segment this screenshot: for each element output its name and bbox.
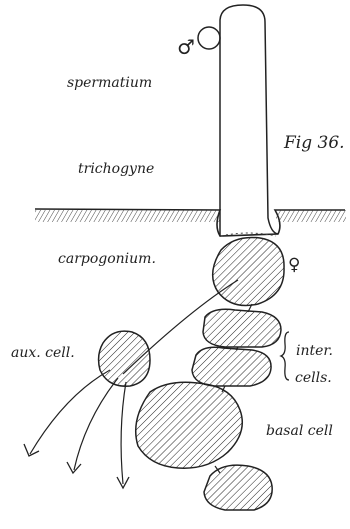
arrow-heads bbox=[24, 444, 129, 488]
figure-number: Fig 36. bbox=[283, 133, 345, 153]
inter-cell-1 bbox=[203, 309, 281, 347]
label-aux-cell: aux. cell. bbox=[11, 345, 75, 361]
label-trichogyne: trichogyne bbox=[78, 161, 154, 177]
inter-cell-2 bbox=[192, 347, 271, 386]
male-symbol: ♂ bbox=[177, 35, 195, 59]
label-cells: cells. bbox=[295, 370, 332, 386]
inter-cells-brace bbox=[281, 332, 289, 380]
label-basal-cell: basal cell bbox=[266, 423, 333, 439]
aux-cell bbox=[99, 331, 150, 386]
arrow-filament-1 bbox=[30, 370, 110, 454]
female-symbol: ♀ bbox=[288, 255, 300, 275]
spermatium-cell bbox=[198, 27, 220, 49]
carpogonium-cell bbox=[213, 238, 284, 306]
arrow-filament-3 bbox=[121, 382, 126, 484]
label-spermatium: spermatium bbox=[67, 75, 152, 91]
basal-cell bbox=[136, 382, 243, 468]
label-carpogonium: carpogonium. bbox=[58, 251, 156, 267]
arrow-head-1 bbox=[24, 444, 39, 456]
arrow-filament-2 bbox=[74, 378, 118, 470]
surface-layer bbox=[35, 209, 346, 236]
trichogyne-tube bbox=[220, 5, 278, 236]
label-inter: inter. bbox=[296, 343, 333, 359]
bottom-cell bbox=[204, 465, 272, 510]
